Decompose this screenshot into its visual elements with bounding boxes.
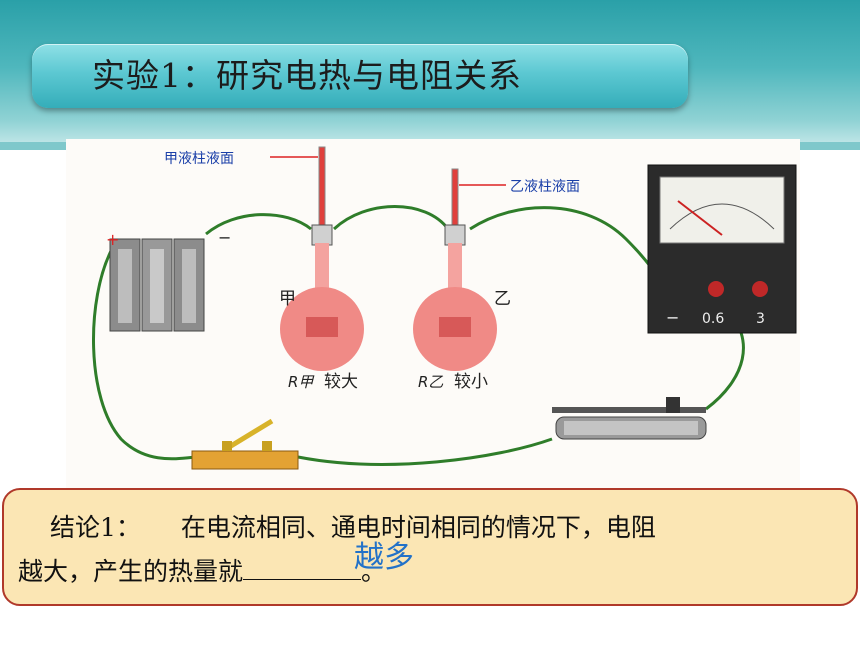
rheostat [552, 397, 707, 440]
r-jia-symbol: R甲 [288, 373, 315, 391]
flask-yi-label: 乙 [494, 289, 511, 309]
answer-blank [243, 555, 362, 580]
wire-battery-flask-jia [205, 213, 312, 236]
switch [191, 418, 299, 470]
jia-level-label: 甲液柱液面 [164, 151, 234, 167]
conclusion-period: 。 [361, 557, 387, 586]
conclusion-text-1: 在电流相同、通电时间相同的情况下，电阻 [180, 513, 656, 542]
wire-flask-yi-ammeter [469, 206, 672, 302]
yi-level-label: 乙液柱液面 [510, 179, 580, 195]
answer-text: 越多 [354, 540, 414, 575]
ammeter: − 0.6 3 [647, 164, 797, 334]
ammeter-0.6-label: 0.6 [702, 311, 724, 327]
r-yi-text: 较小 [454, 372, 488, 392]
r-jia-text: 较大 [324, 372, 358, 392]
battery-minus-label: − [218, 228, 231, 247]
title-banner: 实验1：研究电热与电阻关系 [32, 44, 688, 108]
conclusion-line-2: 越大，产生的热量就 。 [18, 552, 386, 588]
ammeter-minus-label: − [666, 308, 679, 327]
flask-jia: 甲 R甲 较大 [279, 146, 364, 392]
slide-title: 实验1：研究电热与电阻关系 [92, 56, 522, 95]
wire-battery-switch [92, 248, 197, 461]
wire-switch-rheostat [297, 437, 553, 466]
conclusion-text-2: 越大，产生的热量就 [18, 557, 244, 586]
circuit-figure: + − 甲 R甲 较大 甲液柱液面 乙 R乙 较小 乙液柱液面 [66, 139, 800, 488]
conclusion-label: 结论1： [50, 513, 141, 542]
battery-plus-label: + [106, 230, 119, 249]
circuit-diagram: + − 甲 R甲 较大 甲液柱液面 乙 R乙 较小 乙液柱液面 [92, 146, 797, 470]
r-yi-symbol: R乙 [418, 373, 443, 391]
flask-jia-label: 甲 [279, 289, 296, 309]
flask-yi: 乙 R乙 较小 [413, 168, 511, 392]
battery: + − [106, 228, 231, 332]
ammeter-3-label: 3 [756, 311, 765, 327]
conclusion-line-1: 结论1： 在电流相同、通电时间相同的情况下，电阻 [50, 508, 656, 544]
wire-flask-jia-flask-yi [332, 205, 450, 231]
conclusion-box: 结论1： 在电流相同、通电时间相同的情况下，电阻 越大，产生的热量就 。 越多 [2, 488, 858, 606]
